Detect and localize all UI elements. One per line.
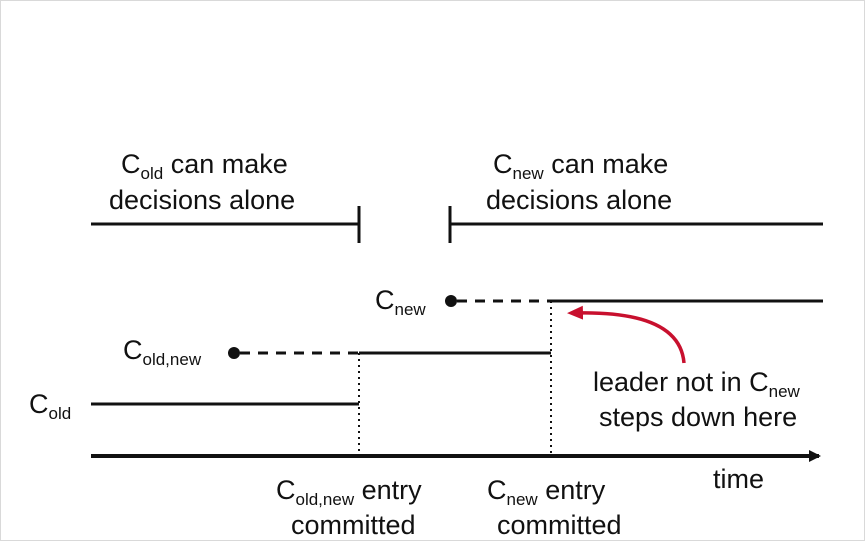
new-committed-label-line2: committed <box>497 510 622 540</box>
c-old-new-timeline-label: Cold,new <box>123 335 202 369</box>
new-alone-label-line1: Cnew can make <box>493 149 668 183</box>
old-new-committed-label-line2: committed <box>291 510 416 540</box>
old-alone-label-line1: Cold can make <box>121 149 288 183</box>
c-old-new-start-dot <box>228 347 240 359</box>
annotation-line2: steps down here <box>599 402 797 432</box>
step-down-arrow <box>567 305 686 364</box>
old-new-committed-label-line1: Cold,new entry <box>276 475 422 509</box>
c-old-timeline-label: Cold <box>29 389 71 423</box>
time-axis-label: time <box>713 464 764 494</box>
c-new-start-dot <box>445 295 457 307</box>
annotation-line1: leader not in Cnew <box>593 367 801 401</box>
new-alone-label-line2: decisions alone <box>486 185 672 215</box>
c-new-timeline-label: Cnew <box>375 285 426 319</box>
old-alone-label-line2: decisions alone <box>109 185 295 215</box>
new-committed-label-line1: Cnew entry <box>487 475 606 509</box>
